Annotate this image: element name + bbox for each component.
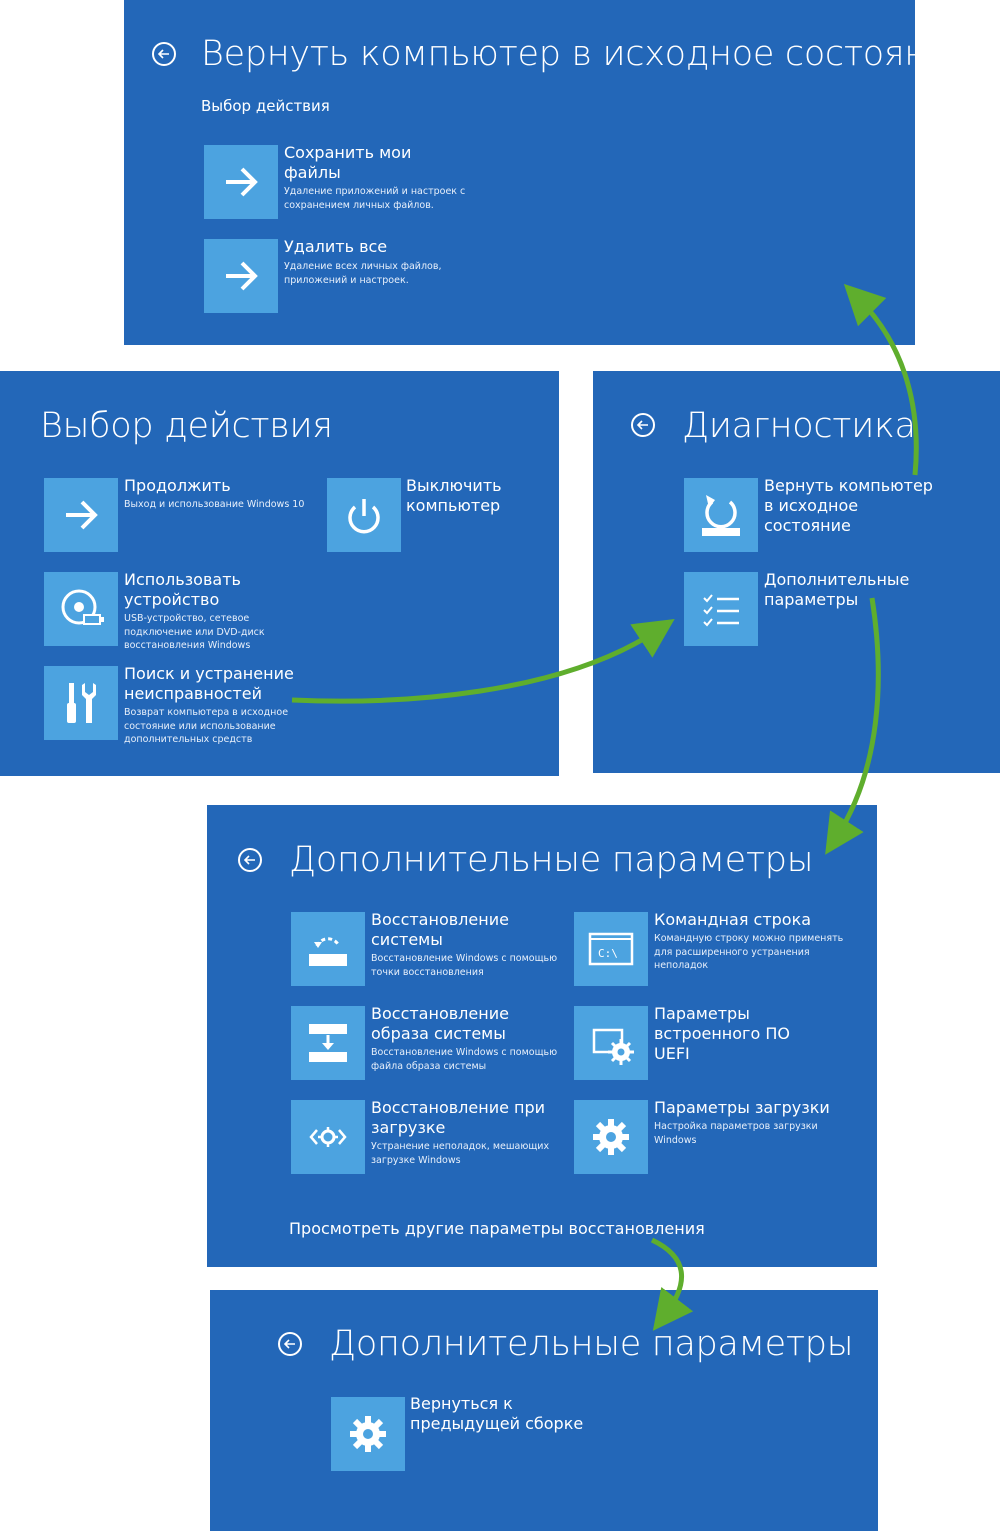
shutdown-tile[interactable] [327,478,401,552]
reset-pc-label[interactable]: Вернуть компьютер в исходное состояние [764,476,933,535]
back-button[interactable] [631,413,655,437]
remove-all-label[interactable]: Удалить все [284,237,388,256]
firmware-settings-icon [592,1028,634,1065]
shutdown-label[interactable]: Выключить компьютер [406,476,502,515]
page-title: Дополнительные параметры [329,1324,854,1364]
troubleshoot-label[interactable]: Поиск и устранение неисправностей [124,664,294,703]
back-arrow-icon [243,855,255,865]
advanced-options-tile[interactable] [684,572,758,646]
keep-files-desc: Удаление приложений и настроек с сохране… [284,186,466,211]
image-restore-tile[interactable] [291,1006,365,1080]
command-prompt-label[interactable]: Командная строка [654,910,812,929]
startup-repair-icon [309,1127,347,1147]
choose-option-panel: Выбор действия Продолжить Выход и исполь… [0,371,559,776]
startup-settings-tile[interactable] [574,1100,648,1174]
arrow-right-icon [226,167,258,197]
system-restore-desc: Восстановление Windows с помощью точки в… [371,953,558,978]
advanced-options-page2-panel: Дополнительные параметры Вернуться к пре… [210,1290,878,1531]
page-title: Диагностика [682,406,916,446]
tools-icon [67,683,96,723]
startup-repair-label[interactable]: Восстановление при загрузке [371,1098,546,1137]
system-restore-label[interactable]: Восстановление системы [371,910,509,949]
back-button[interactable] [278,1332,302,1356]
troubleshoot-tile[interactable] [44,666,118,740]
use-device-desc: USB-устройство, сетевое подключение или … [124,613,265,651]
gear-icon [593,1119,629,1155]
startup-settings-desc: Настройка параметров загрузки Windows [654,1121,818,1146]
arrow-right-icon [66,500,98,530]
reset-pc-icon [702,495,740,536]
diagnostics-panel: Диагностика Вернуть компьютер в исходное… [593,371,1000,773]
image-restore-desc: Восстановление Windows с помощью файла о… [371,1047,558,1072]
use-device-tile[interactable] [44,572,118,646]
go-back-build-tile[interactable] [331,1397,405,1471]
arrow-right-icon [226,261,258,291]
back-arrow-icon [283,1339,295,1349]
image-restore-icon [309,1024,347,1062]
page-title: Дополнительные параметры [289,840,814,880]
advanced-options-panel: Дополнительные параметры Восстановление … [207,805,877,1267]
back-arrow-icon [636,420,648,430]
continue-desc: Выход и использование Windows 10 [124,499,305,510]
go-back-build-label[interactable]: Вернуться к предыдущей сборке [410,1394,584,1433]
back-button[interactable] [152,42,176,66]
keep-files-label[interactable]: Сохранить мои файлы [284,143,412,182]
remove-all-desc: Удаление всех личных файлов, приложений … [284,261,442,286]
page-title: Вернуть компьютер в исходное состояние [201,34,915,74]
advanced-options-label[interactable]: Дополнительные параметры [764,570,910,609]
gear-icon [350,1416,386,1452]
use-device-label[interactable]: Использовать устройство [124,570,241,609]
system-restore-tile[interactable] [291,912,365,986]
power-icon [348,499,380,534]
svg-text:C:\: C:\ [598,947,618,960]
command-prompt-desc: Командную строку можно применять для рас… [654,933,844,971]
firmware-settings-tile[interactable] [574,1006,648,1080]
reset-pc-tile[interactable] [684,478,758,552]
command-prompt-icon: C:\ [588,932,634,966]
keep-files-tile[interactable] [204,145,278,219]
reset-panel: Вернуть компьютер в исходное состояние В… [124,0,915,345]
page-subtitle: Выбор действия [201,97,330,115]
back-button[interactable] [238,848,262,872]
more-recovery-options-link[interactable]: Просмотреть другие параметры восстановле… [289,1219,705,1238]
remove-all-tile[interactable] [204,239,278,313]
firmware-settings-label[interactable]: Параметры встроенного ПО UEFI [654,1004,790,1063]
page-title: Выбор действия [40,406,333,446]
startup-settings-label[interactable]: Параметры загрузки [654,1098,830,1117]
continue-label[interactable]: Продолжить [124,476,231,495]
system-restore-icon [309,937,347,966]
continue-tile[interactable] [44,478,118,552]
startup-repair-tile[interactable] [291,1100,365,1174]
troubleshoot-desc: Возврат компьютера в исходное состояние … [124,707,289,745]
startup-repair-desc: Устранение неполадок, мешающих загрузке … [371,1141,550,1166]
disc-drive-icon [61,589,104,625]
command-prompt-tile[interactable]: C:\ [574,912,648,986]
image-restore-label[interactable]: Восстановление образа системы [371,1004,509,1043]
back-arrow-icon [157,49,169,59]
checklist-icon [703,594,739,627]
